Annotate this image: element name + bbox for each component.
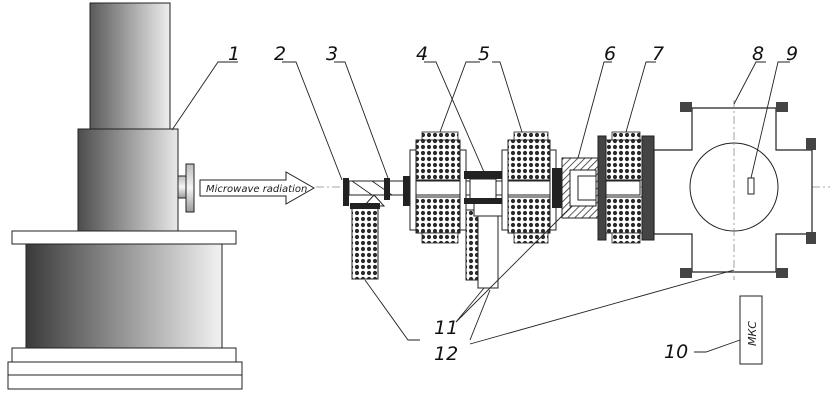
mkc-sensor-label: МКС	[746, 321, 759, 346]
mkc-sensor: МКС	[739, 295, 763, 365]
generator-assembly	[7, 2, 243, 390]
vacuum-chamber	[653, 100, 816, 280]
microwave-arrow-label: Microwave radiation	[206, 184, 307, 195]
label-10: 10	[664, 341, 688, 363]
central-cavity	[464, 171, 502, 204]
label-11: 11	[434, 317, 458, 339]
pump-tube-middle	[465, 199, 503, 289]
label-8: 8	[752, 43, 764, 65]
label-2: 2	[274, 43, 286, 65]
leader-lines	[171, 61, 790, 353]
label-1: 1	[228, 43, 240, 65]
label-3: 3	[326, 43, 338, 65]
label-12: 12	[434, 343, 458, 365]
microwave-arrow: Microwave radiation	[199, 171, 316, 205]
magnet-coil-3	[597, 131, 655, 244]
label-5: 5	[478, 43, 490, 65]
label-7: 7	[652, 43, 664, 65]
sample-holder	[747, 177, 755, 195]
label-4: 4	[416, 43, 428, 65]
pump-tube-left	[350, 203, 380, 280]
bellows-section	[552, 157, 606, 219]
label-6: 6	[604, 43, 616, 65]
entrance-section	[343, 176, 411, 207]
callout-labels: 1 2 3 4 5 6 7 8 9 10 11 12	[228, 43, 798, 365]
label-9: 9	[786, 43, 798, 65]
